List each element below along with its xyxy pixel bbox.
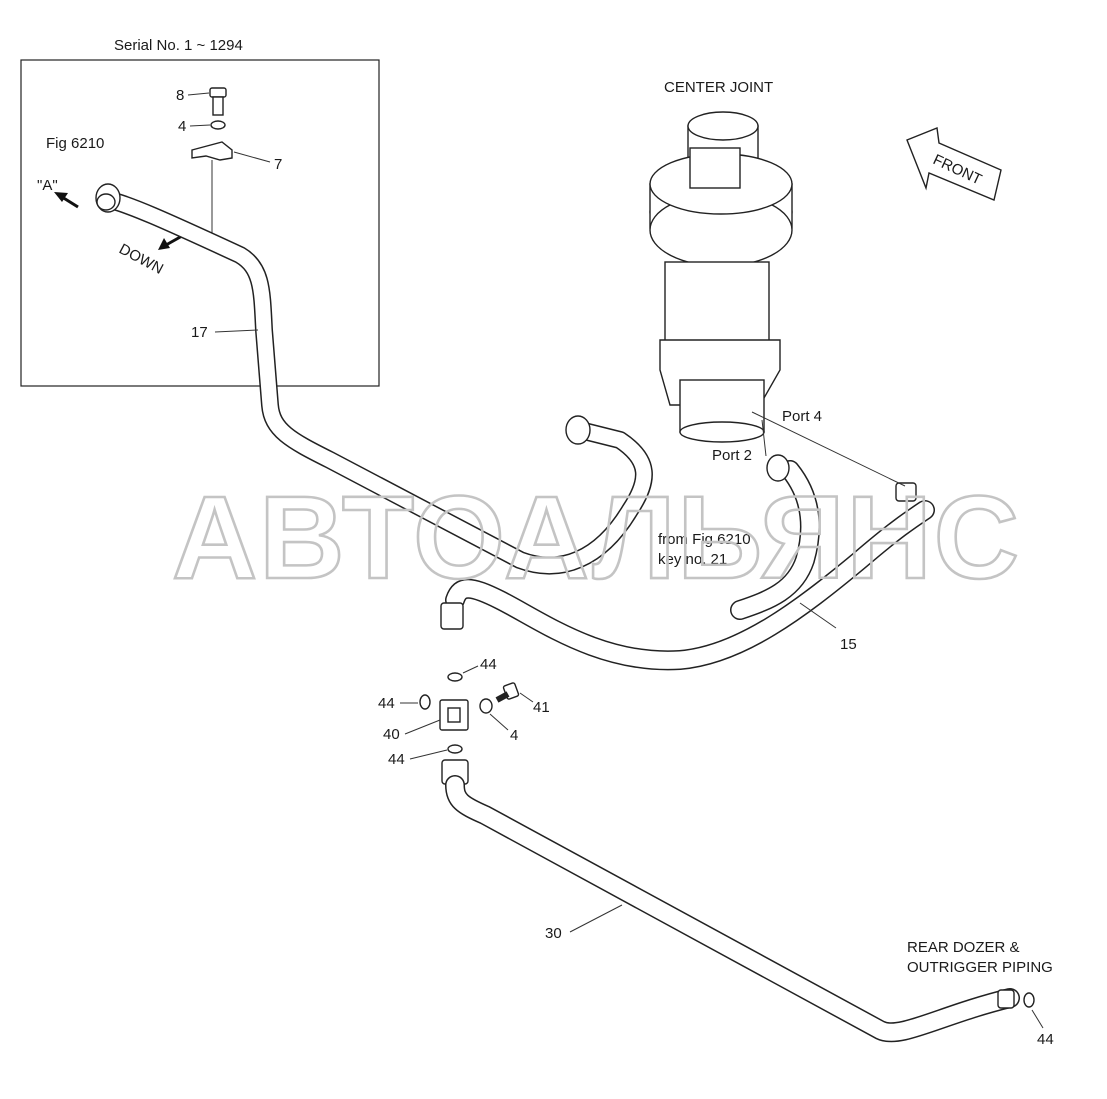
oring-44-left-icon xyxy=(419,694,431,710)
down-arrow-icon xyxy=(158,234,183,250)
center-joint-title: CENTER JOINT xyxy=(664,79,773,96)
callout-44-top: 44 xyxy=(480,656,497,673)
bolt-41-icon xyxy=(495,682,520,703)
center-joint: CENTER JOINT Port 4 Port 2 xyxy=(649,79,906,487)
from-fig-line2: key no. 21 xyxy=(658,551,727,568)
bolt-8-icon xyxy=(209,87,227,116)
port-4-label: Port 4 xyxy=(782,408,822,425)
rear-label-line2: OUTRIGGER PIPING xyxy=(907,959,1053,976)
front-arrow-icon: FRONT xyxy=(906,127,1002,201)
callout-40: 40 xyxy=(383,726,400,743)
watermark: АВТОАЛЬЯНС xyxy=(172,472,1021,604)
view-a-arrow-icon xyxy=(54,192,79,209)
washer-4-icon xyxy=(210,120,226,130)
rear-label-line1: REAR DOZER & xyxy=(907,939,1020,956)
callout-44-end: 44 xyxy=(1037,1031,1054,1048)
hose-30 xyxy=(445,775,1035,1043)
callout-44-low: 44 xyxy=(388,751,405,768)
oring-44-low-icon xyxy=(447,744,463,754)
port-2-label: Port 2 xyxy=(712,447,752,464)
oring-44-end-icon xyxy=(1023,992,1035,1008)
callout-8: 8 xyxy=(176,87,184,104)
oring-44-top-icon xyxy=(447,672,463,682)
callout-44-left: 44 xyxy=(378,695,395,712)
callout-41: 41 xyxy=(533,699,550,716)
washer-4-mid-icon xyxy=(479,698,493,714)
inset-fig-ref: Fig 6210 xyxy=(46,135,104,152)
callout-7: 7 xyxy=(274,156,282,173)
clamp-7-icon xyxy=(191,141,233,161)
callouts: 8 4 7 17 15 44 44 40 41 4 44 30 44 xyxy=(176,87,1054,1048)
tee-40 xyxy=(419,672,520,785)
callout-4-top: 4 xyxy=(178,118,186,135)
view-a-label: "A" xyxy=(37,177,58,194)
callout-17: 17 xyxy=(191,324,208,341)
inset-title: Serial No. 1 ~ 1294 xyxy=(114,37,243,54)
callout-30: 30 xyxy=(545,925,562,942)
hose-15 xyxy=(440,454,935,671)
callout-4-mid: 4 xyxy=(510,727,518,744)
callout-15: 15 xyxy=(840,636,857,653)
down-label: DOWN xyxy=(116,241,166,278)
from-fig-line1: from Fig 6210 xyxy=(658,531,751,548)
pipe-17 xyxy=(95,183,653,575)
